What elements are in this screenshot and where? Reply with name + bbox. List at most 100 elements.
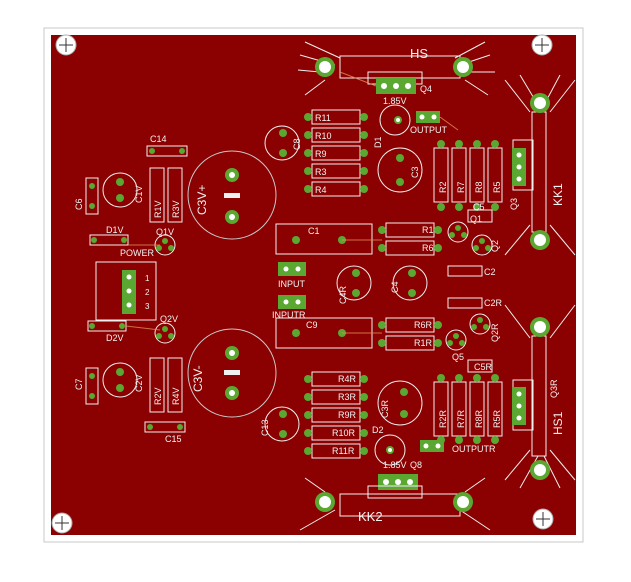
r4v-label: R4V	[171, 387, 181, 405]
q5-outline	[445, 329, 467, 351]
c8-label: C8	[292, 138, 302, 150]
heatsink-right-bottom	[504, 304, 576, 489]
mounting-hole-top-right	[531, 34, 553, 56]
d2v-label: D2V	[106, 333, 124, 343]
c3-outline	[377, 147, 423, 193]
c2v-outline	[102, 362, 138, 398]
c5r-outline	[467, 359, 493, 373]
c7-label: C7	[74, 378, 84, 390]
q2-label: Q2	[490, 240, 500, 252]
c3-label: C3	[410, 166, 420, 178]
q8-label: Q8	[410, 460, 422, 470]
c1v-outline	[102, 172, 138, 208]
c4r-outline	[336, 265, 372, 301]
r8r-label: R8R	[474, 409, 484, 428]
d1v-outline	[89, 234, 129, 246]
r4-label: R4	[315, 185, 327, 195]
d2-outline	[374, 434, 406, 466]
c1v-label: C1V	[134, 185, 144, 203]
c3v-minus-outline	[187, 328, 277, 418]
copper-pour	[51, 35, 576, 535]
power-label: POWER	[120, 248, 155, 258]
c2v-label: C2V	[134, 374, 144, 392]
q3-label: Q3	[509, 198, 519, 210]
q2v-label: Q2V	[160, 314, 178, 324]
r11-label: R11	[315, 113, 331, 123]
board-outline	[43, 27, 584, 543]
c3r-label: C3R	[380, 399, 390, 418]
q8-transistor	[378, 474, 418, 490]
r5-label: R5	[492, 181, 502, 193]
output-label: OUTPUT	[410, 125, 448, 135]
r1-label: R1	[422, 225, 434, 235]
d1-label: D1	[373, 136, 383, 148]
input-label: INPUT	[278, 279, 306, 289]
outputr-label: OUTPUTR	[452, 444, 496, 454]
c1-label: C1	[308, 226, 320, 236]
power-pin-3: 3	[145, 302, 150, 311]
mounting-hole-bottom-left	[51, 512, 73, 534]
c6-label: C6	[74, 198, 84, 210]
c5-label: C5	[473, 202, 485, 212]
q2r-outline	[469, 313, 491, 335]
q3-transistor	[512, 148, 526, 186]
r3v-outline	[167, 167, 183, 223]
heatsink-bottom-label: KK2	[358, 509, 383, 524]
c4-label: C4	[390, 281, 400, 293]
power-pin-1: 1	[145, 274, 150, 283]
r2v-outline	[149, 357, 165, 413]
voltage-top-label: 1.85V	[383, 96, 407, 106]
c7-outline	[85, 367, 99, 405]
r9-label: R9	[315, 149, 327, 159]
q5-label: Q5	[452, 352, 464, 362]
c9-label: C9	[306, 320, 318, 330]
q1-outline	[447, 221, 469, 243]
q3r-transistor	[512, 387, 526, 425]
output-connector	[416, 111, 440, 123]
c4-outline	[392, 265, 428, 301]
c1-outline	[275, 223, 373, 255]
q1v-label: Q1V	[156, 227, 174, 237]
c6-outline	[85, 177, 99, 215]
c5r-label: C5R	[474, 362, 493, 372]
inputr-connector	[278, 295, 306, 309]
c13-label: C13	[260, 419, 270, 436]
mounting-hole-bottom-right	[532, 508, 554, 530]
r3-label: R3	[315, 167, 327, 177]
r5r-label: R5R	[492, 409, 502, 428]
c14-label: C14	[150, 134, 167, 144]
r6r-label: R6R	[414, 320, 433, 330]
c3v-plus-outline	[187, 150, 277, 240]
hs1-label: HS1	[551, 411, 565, 435]
r3v-label: R3V	[171, 200, 181, 218]
d1-outline	[379, 104, 411, 136]
r1v-label: R1V	[153, 200, 163, 218]
d2-label: D2	[372, 425, 384, 435]
c13-outline	[264, 406, 300, 442]
r2v-label: R2V	[153, 387, 163, 405]
r3r-label: R3R	[338, 392, 357, 402]
q2r-label: Q2R	[490, 323, 500, 342]
c2r-label: C2R	[484, 298, 503, 308]
heatsink-top-label: HS	[410, 46, 428, 61]
c2r-outline	[447, 297, 483, 309]
q3r-label: Q3R	[549, 379, 559, 398]
c4r-label: C4R	[338, 285, 348, 304]
kk1-label: KK1	[551, 183, 565, 206]
power-pin-2: 2	[145, 288, 150, 297]
c15-outline	[144, 421, 186, 433]
r7r-label: R7R	[456, 409, 466, 428]
c15-label: C15	[165, 434, 182, 444]
input-connector	[278, 262, 306, 276]
c3v-minus-label: C3V-	[191, 365, 205, 392]
traces	[125, 71, 459, 334]
r11r-label: R11R	[332, 446, 355, 456]
power-connector	[95, 261, 157, 321]
q1-label: Q1	[470, 214, 482, 224]
outputr-connector	[420, 440, 444, 452]
r4r-label: R4R	[338, 374, 357, 384]
r1r-label: R1R	[414, 338, 433, 348]
r8-label: R8	[474, 181, 484, 193]
q4-transistor	[376, 78, 416, 94]
